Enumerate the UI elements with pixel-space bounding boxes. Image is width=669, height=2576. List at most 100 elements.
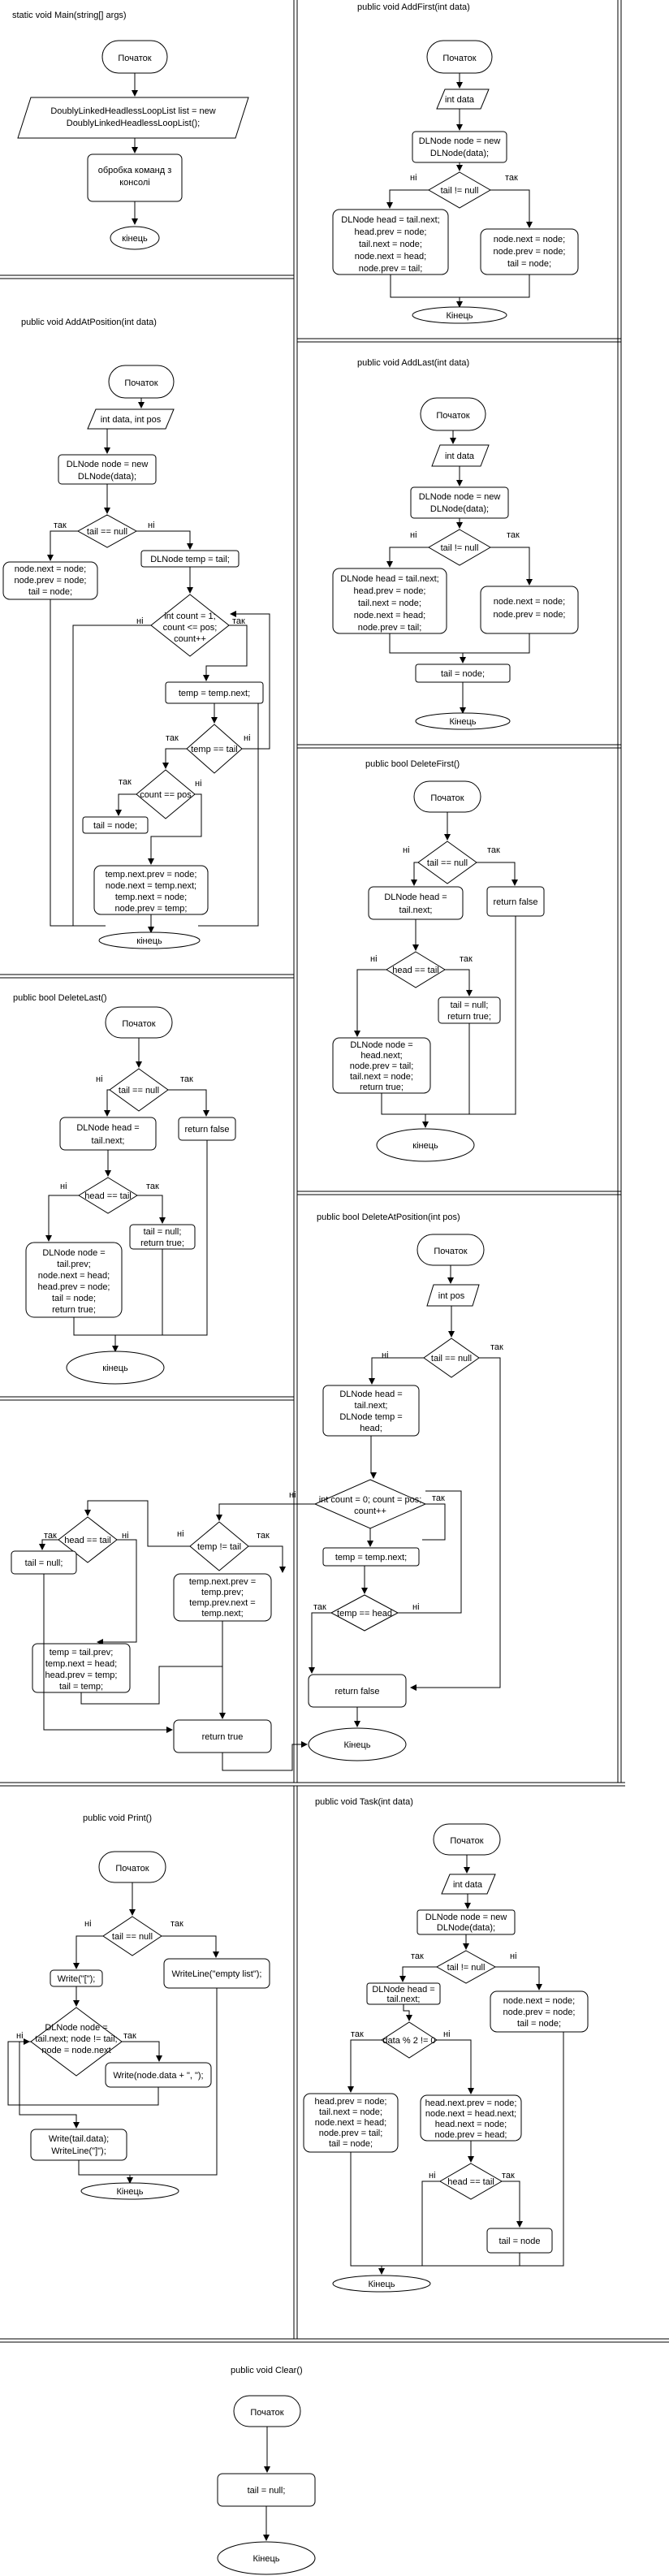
- svg-text:ні: ні: [289, 1490, 296, 1500]
- svg-text:count <= pos;: count <= pos;: [163, 623, 218, 633]
- svg-text:так: так: [351, 2029, 364, 2039]
- svg-text:так: так: [411, 1951, 424, 1961]
- svg-text:return true;: return true;: [140, 1238, 184, 1248]
- svg-text:tail.next; node != tail;: tail.next; node != tail;: [35, 2034, 117, 2044]
- svg-text:Кінець: Кінець: [449, 717, 476, 727]
- svg-text:tail.next = node;: tail.next = node;: [359, 240, 422, 249]
- svg-text:tail = node;: tail = node;: [507, 259, 551, 269]
- svg-text:ні: ні: [410, 530, 417, 540]
- svg-text:кінець: кінець: [102, 1364, 128, 1373]
- svg-text:DLNode node =: DLNode node =: [350, 1040, 412, 1050]
- svg-text:так: так: [257, 1531, 270, 1541]
- svg-text:обробка команд з: обробка команд з: [98, 166, 172, 175]
- svg-text:node.prev = node;: node.prev = node;: [15, 576, 87, 586]
- svg-text:temp.next = node;: temp.next = node;: [115, 893, 187, 902]
- svg-text:так: так: [460, 954, 473, 964]
- delete-last-panel: public bool DeleteLast() Початок tail ==…: [13, 993, 236, 1385]
- svg-text:temp.next = head;: temp.next = head;: [45, 1659, 117, 1669]
- svg-text:temp = temp.next;: temp = temp.next;: [335, 1553, 407, 1562]
- svg-text:Початок: Початок: [118, 54, 151, 63]
- task-panel: public void Task(int data) Початок int d…: [303, 1797, 589, 2293]
- svg-text:head.prev = node;: head.prev = node;: [354, 586, 426, 596]
- svg-text:так: так: [44, 1531, 57, 1541]
- panel-separators: [0, 0, 669, 2343]
- svg-text:tail = temp;: tail = temp;: [59, 1682, 103, 1692]
- svg-text:ні: ні: [122, 1531, 129, 1541]
- main-end-terminal: [110, 226, 160, 250]
- svg-text:Кінець: Кінець: [252, 2554, 279, 2564]
- svg-text:count++: count++: [174, 634, 206, 644]
- svg-text:ні: ні: [410, 173, 417, 183]
- add-at-position-loop: [150, 594, 230, 657]
- svg-text:node.prev = tail;: node.prev = tail;: [358, 623, 422, 633]
- svg-text:Write(node.data + ", ");: Write(node.data + ", ");: [113, 2071, 203, 2081]
- svg-text:WriteLine("empty list");: WriteLine("empty list");: [172, 1969, 262, 1979]
- add-first-end: [412, 306, 507, 324]
- svg-text:ні: ні: [60, 1182, 67, 1191]
- svg-text:head.prev = node;: head.prev = node;: [38, 1282, 110, 1292]
- svg-text:tail == null: tail == null: [119, 1086, 159, 1096]
- add-last-panel: public void AddLast(int data) Початок in…: [332, 358, 579, 730]
- svg-text:node.prev = temp;: node.prev = temp;: [115, 904, 188, 914]
- svg-text:tail = node: tail = node: [499, 2237, 540, 2246]
- svg-text:так: так: [313, 1602, 326, 1612]
- svg-text:head.next;: head.next;: [360, 1051, 402, 1061]
- svg-text:return true;: return true;: [360, 1083, 404, 1092]
- svg-text:Початок: Початок: [436, 411, 469, 421]
- svg-text:DLNode temp =: DLNode temp =: [339, 1412, 402, 1422]
- svg-text:DLNode head =: DLNode head =: [339, 1390, 402, 1399]
- svg-text:tail = node;: tail = node;: [329, 2139, 373, 2149]
- delete-last-title: public bool DeleteLast(): [13, 993, 107, 1003]
- svg-text:node.next = node;: node.next = node;: [494, 235, 565, 244]
- svg-text:temp == head: temp == head: [337, 1609, 392, 1619]
- svg-text:int data: int data: [445, 95, 475, 105]
- svg-text:так: так: [490, 1342, 503, 1352]
- svg-text:node.next = temp.next;: node.next = temp.next;: [106, 881, 196, 891]
- svg-text:int pos: int pos: [438, 1291, 465, 1301]
- svg-text:Write("[");: Write("[");: [58, 1974, 96, 1984]
- main-panel: static void Main(string[] args) Початок …: [12, 11, 249, 250]
- svg-text:temp = temp.next;: temp = temp.next;: [179, 689, 250, 698]
- svg-text:так: так: [432, 1493, 445, 1503]
- svg-text:DLNode node = new: DLNode node = new: [419, 492, 501, 502]
- add-at-position-panel: public void AddAtPosition(int data) Поча…: [2, 318, 270, 949]
- svg-text:ні: ні: [510, 1951, 517, 1961]
- svg-text:tail.prev;: tail.prev;: [57, 1260, 91, 1269]
- svg-text:temp.prev;: temp.prev;: [201, 1588, 244, 1597]
- svg-text:return false: return false: [493, 897, 537, 907]
- svg-text:temp != tail: temp != tail: [197, 1542, 241, 1552]
- delete-at-position-panel: public bool DeleteAtPosition(int pos) По…: [11, 1212, 503, 1771]
- svg-text:node.prev = head;: node.prev = head;: [435, 2130, 507, 2140]
- svg-text:count == pos: count == pos: [140, 790, 192, 800]
- svg-text:DLNode head =: DLNode head =: [76, 1123, 139, 1133]
- svg-text:temp.next;: temp.next;: [201, 1609, 243, 1619]
- print-panel: public void Print() Початок tail == null…: [7, 1813, 270, 2200]
- svg-text:temp == tail: temp == tail: [191, 745, 237, 754]
- svg-text:DLNode head = tail.next;: DLNode head = tail.next;: [341, 215, 439, 225]
- svg-text:Кінець: Кінець: [368, 2280, 395, 2289]
- svg-text:так: так: [487, 845, 500, 855]
- main-title: static void Main(string[] args): [12, 11, 127, 20]
- svg-text:return true;: return true;: [447, 1012, 491, 1022]
- svg-text:Кінець: Кінець: [446, 311, 473, 321]
- svg-text:node.prev = node;: node.prev = node;: [503, 2008, 576, 2017]
- svg-text:node.prev = node;: node.prev = node;: [494, 247, 566, 257]
- print-title: public void Print(): [83, 1813, 152, 1823]
- svg-text:консолі: консолі: [119, 178, 150, 188]
- svg-text:Початок: Початок: [124, 378, 158, 388]
- svg-text:так: так: [119, 777, 132, 787]
- svg-text:tail == null: tail == null: [427, 858, 468, 868]
- svg-text:int count = 1;: int count = 1;: [164, 612, 215, 621]
- svg-text:кінець: кінець: [122, 234, 148, 244]
- svg-text:DLNode node = new: DLNode node = new: [419, 136, 501, 146]
- add-last-title: public void AddLast(int data): [357, 358, 469, 368]
- svg-text:int data, int pos: int data, int pos: [101, 415, 162, 425]
- svg-text:ні: ні: [148, 521, 155, 530]
- svg-text:так: так: [170, 1919, 183, 1929]
- svg-text:node.prev = node;: node.prev = node;: [494, 610, 566, 620]
- svg-text:count++: count++: [354, 1506, 386, 1516]
- svg-text:DoublyLinkedHeadlessLoopList l: DoublyLinkedHeadlessLoopList list = new: [50, 106, 215, 116]
- svg-text:tail = node;: tail = node;: [93, 821, 137, 831]
- svg-text:head == tail: head == tail: [64, 1536, 111, 1545]
- svg-text:Початок: Початок: [250, 2408, 283, 2418]
